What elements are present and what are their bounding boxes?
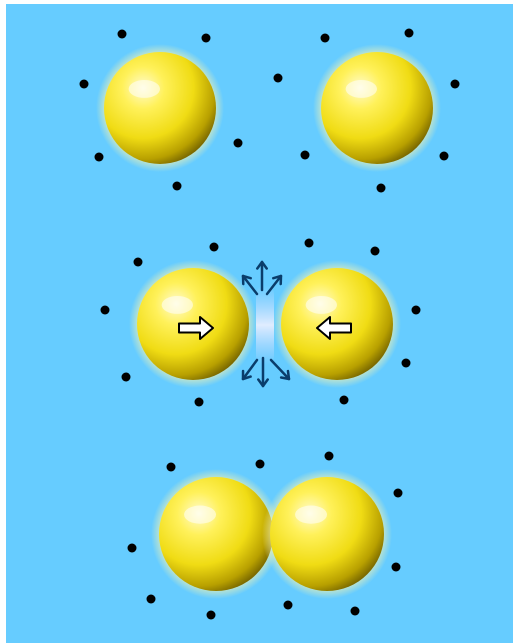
burst-arrow-icon: [269, 358, 291, 381]
particle-dot: [339, 395, 349, 405]
particle-dot: [283, 600, 293, 610]
particle-dot: [273, 73, 283, 83]
burst-arrowhead: [257, 378, 269, 388]
gap-glow: [256, 285, 274, 365]
particle-dot: [350, 606, 360, 616]
particle-dot: [209, 242, 219, 252]
sphere-right-top-highlight: [345, 80, 377, 98]
burst-arrowhead: [272, 274, 283, 286]
sphere-left-top: [96, 44, 224, 172]
burst-arrow-icon: [265, 274, 283, 296]
burst-arrowhead: [241, 369, 252, 381]
particle-dot: [166, 462, 176, 472]
burst-arrowhead: [241, 274, 252, 286]
particle-dot: [133, 257, 143, 267]
burst-arrow-icon: [241, 274, 259, 296]
particle-dot: [404, 28, 414, 38]
particle-dot: [79, 79, 89, 89]
sphere-left-middle-highlight: [161, 296, 194, 314]
particle-dot: [117, 29, 127, 39]
particle-dot: [201, 33, 211, 43]
particle-dot: [450, 79, 460, 89]
particle-dot: [94, 152, 104, 162]
sphere-left-bottom: [151, 469, 281, 599]
sphere-left-bottom-highlight: [184, 505, 216, 524]
particle-dot: [324, 451, 334, 461]
particle-dot: [100, 305, 110, 315]
sphere-right-top: [313, 44, 441, 172]
sphere-right-middle-highlight: [305, 296, 337, 314]
particle-dot: [233, 138, 243, 148]
particle-dot: [304, 238, 314, 248]
sphere-left-top-highlight: [128, 80, 161, 98]
sphere-right-bottom: [262, 469, 392, 599]
sphere-left-bottom-body: [159, 477, 273, 591]
particle-dot: [146, 594, 156, 604]
particle-dot: [393, 488, 403, 498]
burst-arrowhead: [279, 369, 291, 381]
sphere-right-top-body: [321, 52, 433, 164]
particle-dot: [391, 562, 401, 572]
particle-dot: [255, 459, 265, 469]
particle-dot: [172, 181, 182, 191]
right-arrow-icon: [178, 316, 214, 340]
particle-dot: [439, 151, 449, 161]
sphere-right-bottom-body: [270, 477, 384, 591]
particle-dot: [300, 150, 310, 160]
particle-dot: [401, 358, 411, 368]
burst-arrowhead: [256, 260, 268, 270]
particle-dot: [370, 246, 380, 256]
particle-dot: [320, 33, 330, 43]
left-arrow-icon: [316, 316, 352, 340]
particle-dot: [121, 372, 131, 382]
burst-arrow-icon: [241, 358, 259, 381]
particle-dot: [206, 610, 216, 620]
sphere-right-bottom-highlight: [295, 505, 328, 524]
particle-dot: [127, 543, 137, 553]
particle-dot: [194, 397, 204, 407]
particle-dot: [376, 183, 386, 193]
sphere-left-top-body: [104, 52, 216, 164]
particle-dot: [411, 305, 421, 315]
